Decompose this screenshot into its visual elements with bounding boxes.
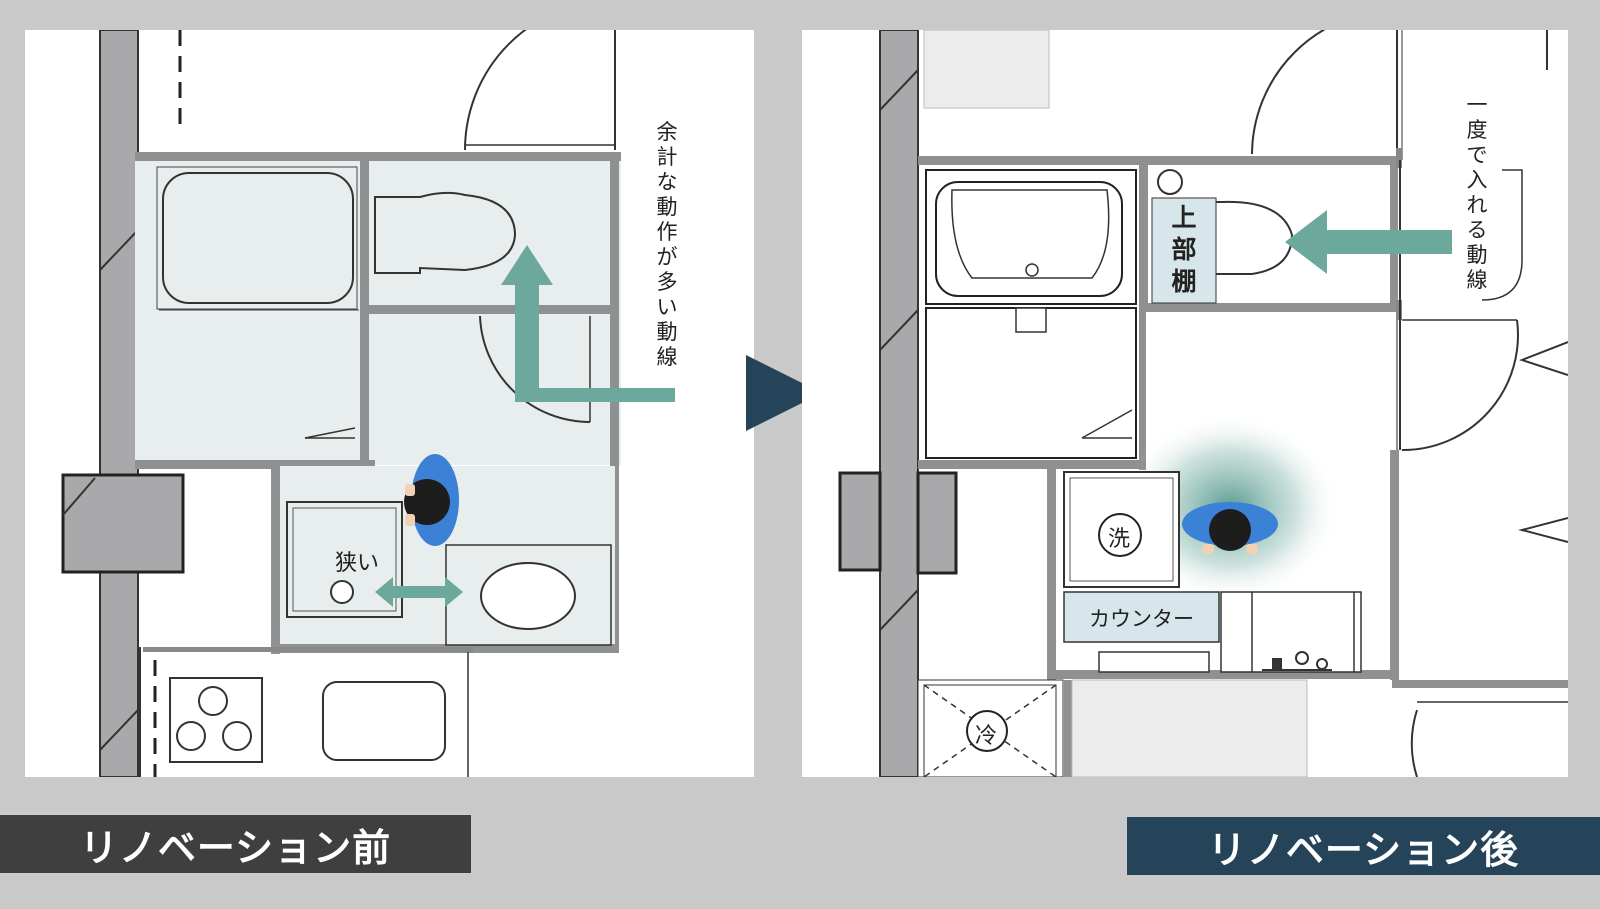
after-label: リノベーション後	[1127, 817, 1600, 875]
door-swing-toilet	[479, 315, 591, 423]
narrow-label: 狭い	[335, 551, 380, 576]
annotation-before-char: 動	[656, 320, 678, 344]
annotation-before: 余 計 な 動 作 が 多 い 動 線	[652, 120, 682, 370]
person-before	[404, 454, 459, 546]
bathtub	[935, 181, 1123, 297]
floor-plan-before-drawing	[61, 30, 675, 777]
before-label: リノベーション前	[0, 815, 471, 873]
door-swing-right	[1401, 319, 1519, 452]
washer-symbol: 洗	[1108, 527, 1131, 552]
upper-shelf	[1151, 197, 1217, 304]
shelf-label-char: 棚	[1171, 267, 1197, 296]
column-block	[61, 473, 185, 574]
counter-label: カウンター	[1089, 607, 1194, 631]
outer-wall-left	[879, 30, 919, 777]
annotation-after-char: 入	[1466, 168, 1488, 192]
door-swing-top	[464, 30, 527, 151]
door-swing-top	[1251, 30, 1326, 155]
shelf-label: 上 部 棚	[1158, 202, 1210, 298]
sink-basin	[480, 562, 576, 630]
annotation-before-char: が	[656, 245, 678, 269]
faucet-fixture	[1262, 651, 1332, 671]
path-arrow-before	[501, 245, 675, 402]
shelf-label-char: 上	[1171, 203, 1197, 232]
counter	[1063, 591, 1220, 643]
kitchen-sink	[322, 681, 446, 761]
fridge-symbol: 冷	[975, 724, 998, 749]
floor-plan-after: 上 部 棚 一 度 で 入 れ る 動 線 洗 冷 カウンター	[802, 30, 1568, 777]
annotation-before-char: い	[656, 295, 678, 319]
annotation-after: 一 度 で 入 れ る 動 線	[1462, 93, 1492, 293]
column-block	[838, 471, 882, 572]
annotation-after-char: る	[1466, 218, 1488, 242]
toilet	[374, 191, 517, 274]
annotation-after-char: 動	[1466, 243, 1488, 267]
floor-plan-after-drawing	[838, 30, 1568, 777]
person-after	[1182, 502, 1278, 554]
annotation-after-char: 線	[1466, 268, 1488, 292]
transition-arrow-icon	[746, 355, 822, 431]
outer-wall-left	[99, 30, 139, 777]
annotation-before-char: 多	[656, 270, 678, 294]
annotation-after-char: 度	[1466, 118, 1488, 142]
floor-plan-before: 余 計 な 動 作 が 多 い 動 線 狭い	[25, 30, 754, 777]
annotation-after-char: れ	[1466, 193, 1488, 217]
annotation-before-char: 余	[656, 120, 678, 144]
annotation-after-char: で	[1466, 143, 1488, 167]
annotation-before-char: 動	[656, 195, 678, 219]
narrow-arrow	[375, 577, 463, 607]
annotation-before-char: 線	[656, 345, 678, 369]
shelf-label-char: 部	[1171, 235, 1197, 264]
annotation-before-char: 作	[656, 220, 678, 244]
annotation-before-char: な	[656, 170, 678, 194]
bathtub	[162, 172, 354, 304]
path-arrow-after	[1285, 210, 1452, 274]
annotation-after-char: 一	[1466, 93, 1488, 117]
annotation-before-char: 計	[656, 145, 678, 169]
